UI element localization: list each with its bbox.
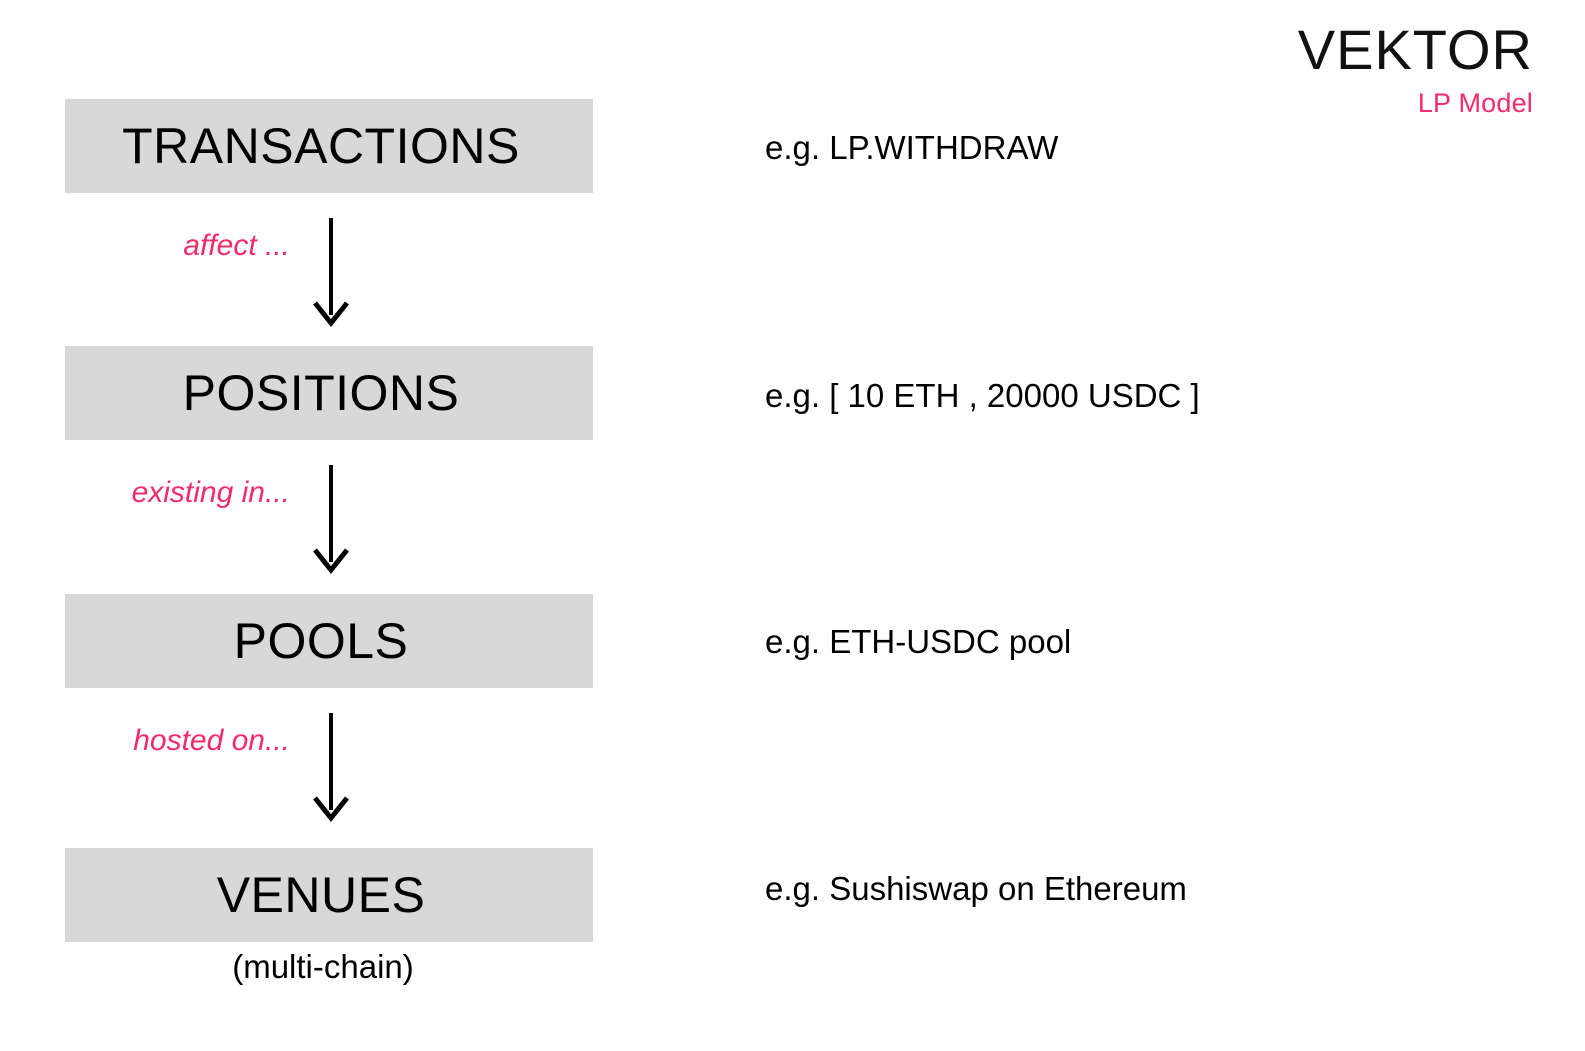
flow-node-transactions: TRANSACTIONS — [65, 99, 593, 193]
example-text-venues: e.g. Sushiswap on Ethereum — [765, 870, 1187, 907]
flow-connector-label: affect ... — [183, 229, 290, 262]
flow-connector-label: hosted on... — [133, 724, 290, 757]
brand-title: VEKTOR — [1297, 18, 1533, 81]
flow-connector-existing-in: existing in... — [0, 452, 620, 575]
example-text-pools: e.g. ETH-USDC pool — [765, 623, 1072, 660]
flow-connector-hosted-on: hosted on... — [0, 700, 620, 823]
flow-node-label: POOLS — [233, 613, 409, 669]
flow-node-positions: POSITIONS — [65, 346, 593, 440]
flow-node-caption-text: (multi-chain) — [232, 948, 414, 985]
flow-node-label: VENUES — [216, 867, 426, 923]
down-arrow-icon — [305, 710, 357, 823]
flow-node-caption-venues: (multi-chain) — [65, 948, 593, 986]
flow-node-label: TRANSACTIONS — [122, 118, 520, 174]
flow-node-label: POSITIONS — [182, 365, 460, 421]
example-text-positions: e.g. [ 10 ETH , 20000 USDC ] — [765, 377, 1200, 414]
flow-node-venues: VENUES — [65, 848, 593, 942]
brand-lockup: VEKTOR LP Model — [1113, 22, 1533, 117]
flow-connector-label: existing in... — [131, 476, 290, 509]
flow-node-pools: POOLS — [65, 594, 593, 688]
example-text-transactions: e.g. LP.WITHDRAW — [765, 129, 1059, 166]
down-arrow-icon — [305, 462, 357, 575]
down-arrow-icon — [305, 215, 357, 328]
flow-connector-affect: affect ... — [0, 205, 620, 328]
brand-subtitle: LP Model — [1417, 88, 1533, 118]
